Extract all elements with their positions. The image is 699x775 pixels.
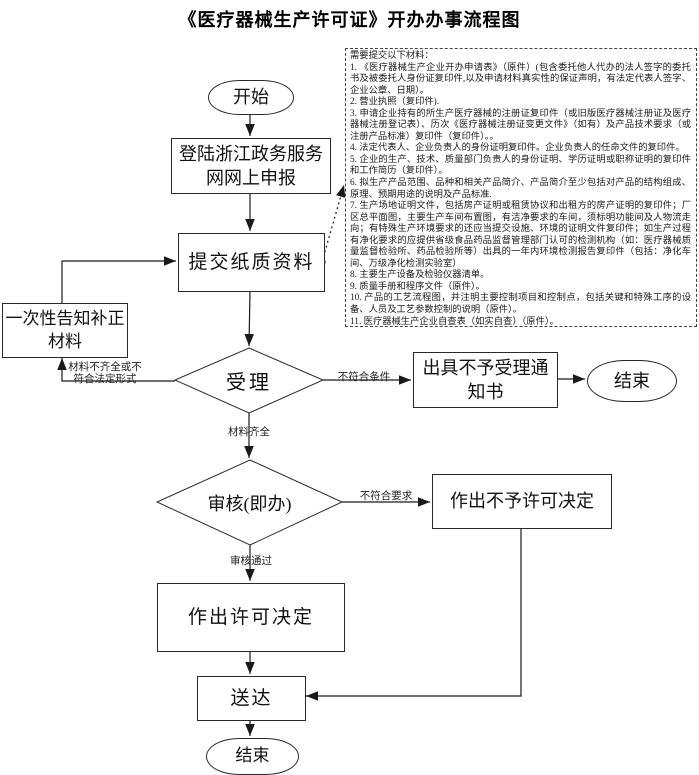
step-deliver: 送达 <box>197 676 306 721</box>
material-item: 4. 法定代表人、企业负责人的身份证明复印件。企业负责人的任命文件的复印件。 <box>350 143 685 154</box>
edge-label-complete: 材料齐全 <box>228 427 270 438</box>
edge-submit-to-accept <box>244 289 255 347</box>
material-item: 3. 申请企业持有的所生产医疗器械的注册证复印件（或旧版医疗器械注册证及医疗器械… <box>350 108 691 142</box>
material-item: 1. 《医疗器械生产企业开办申请表》（原件）(包含委托他人代办的法人签字的委托书… <box>350 62 691 96</box>
step-online-apply: 登陆浙江政务服务网网上申报 <box>171 138 331 194</box>
step-reject-notice: 出具不予受理通知书 <box>413 352 558 408</box>
material-item: 9. 质量手册和程序文件（原件）。 <box>350 281 485 292</box>
step-grant-decision: 作出许可决定 <box>157 583 345 652</box>
materials-panel: 需要提交以下材料： 1. 《医疗器械生产企业开办申请表》（原件）(包含委托他人代… <box>345 48 697 327</box>
step-submit-paper: 提交纸质资料 <box>178 233 325 292</box>
decision-review-label: 审核(即办) <box>207 493 292 514</box>
material-item: 2. 营业执照（复印件). <box>350 97 440 108</box>
page-title: 《医疗器械生产许可证》开办办事流程图 <box>178 10 521 30</box>
end-terminator-top: 结束 <box>587 360 677 402</box>
edge-correction-to-submit <box>61 256 176 303</box>
materials-list: 1. 《医疗器械生产企业开办申请表》（原件）(包含委托他人代办的法人签字的委托书… <box>350 62 691 327</box>
edge-label-rejected: 不符合条件 <box>337 372 391 383</box>
decision-accept-label: 受理 <box>226 372 272 394</box>
edge-label-incomplete: 材料不齐全或不符合法定形式 <box>68 362 142 385</box>
edge-accept-to-correction <box>57 358 175 382</box>
edge-label-review-passed: 审核通过 <box>230 556 272 567</box>
edge-label-not-meet-requirements: 不符合要求 <box>359 491 413 502</box>
material-item: 8. 主要生产设备及检验仪器清单。 <box>350 270 490 281</box>
material-item: 6. 拟生产产品范围、品种和相关产品简介、产品简介至少包括对产品的结构组成、原理… <box>350 178 691 200</box>
material-item: 7. 生产场地证明文件，包括房产证明或租赁协议和出租方的房产证明的复印件；厂区总… <box>350 201 691 269</box>
start-terminator: 开始 <box>208 80 294 115</box>
materials-header: 需要提交以下材料： <box>350 51 434 61</box>
step-deny-decision: 作出不予许可决定 <box>432 474 612 529</box>
end-terminator-bottom: 结束 <box>206 738 299 775</box>
material-item: 11. 医疗器械生产企业自查表（如实自查）（原件）。 <box>350 316 559 327</box>
edge-deny-to-deliver <box>306 527 522 701</box>
material-item: 10. 产品的工艺流程图，并注明主要控制项目和控制点，包括关键和特殊工序的设备、… <box>350 293 691 316</box>
step-correction-notice: 一次性告知补正材料 <box>2 303 128 358</box>
edge-submit-to-materials-dotted <box>318 184 346 266</box>
material-item: 5. 企业的生产、技术、质量部门负责人的身份证明、学历证明或职称证明的复印件和工… <box>350 154 691 177</box>
